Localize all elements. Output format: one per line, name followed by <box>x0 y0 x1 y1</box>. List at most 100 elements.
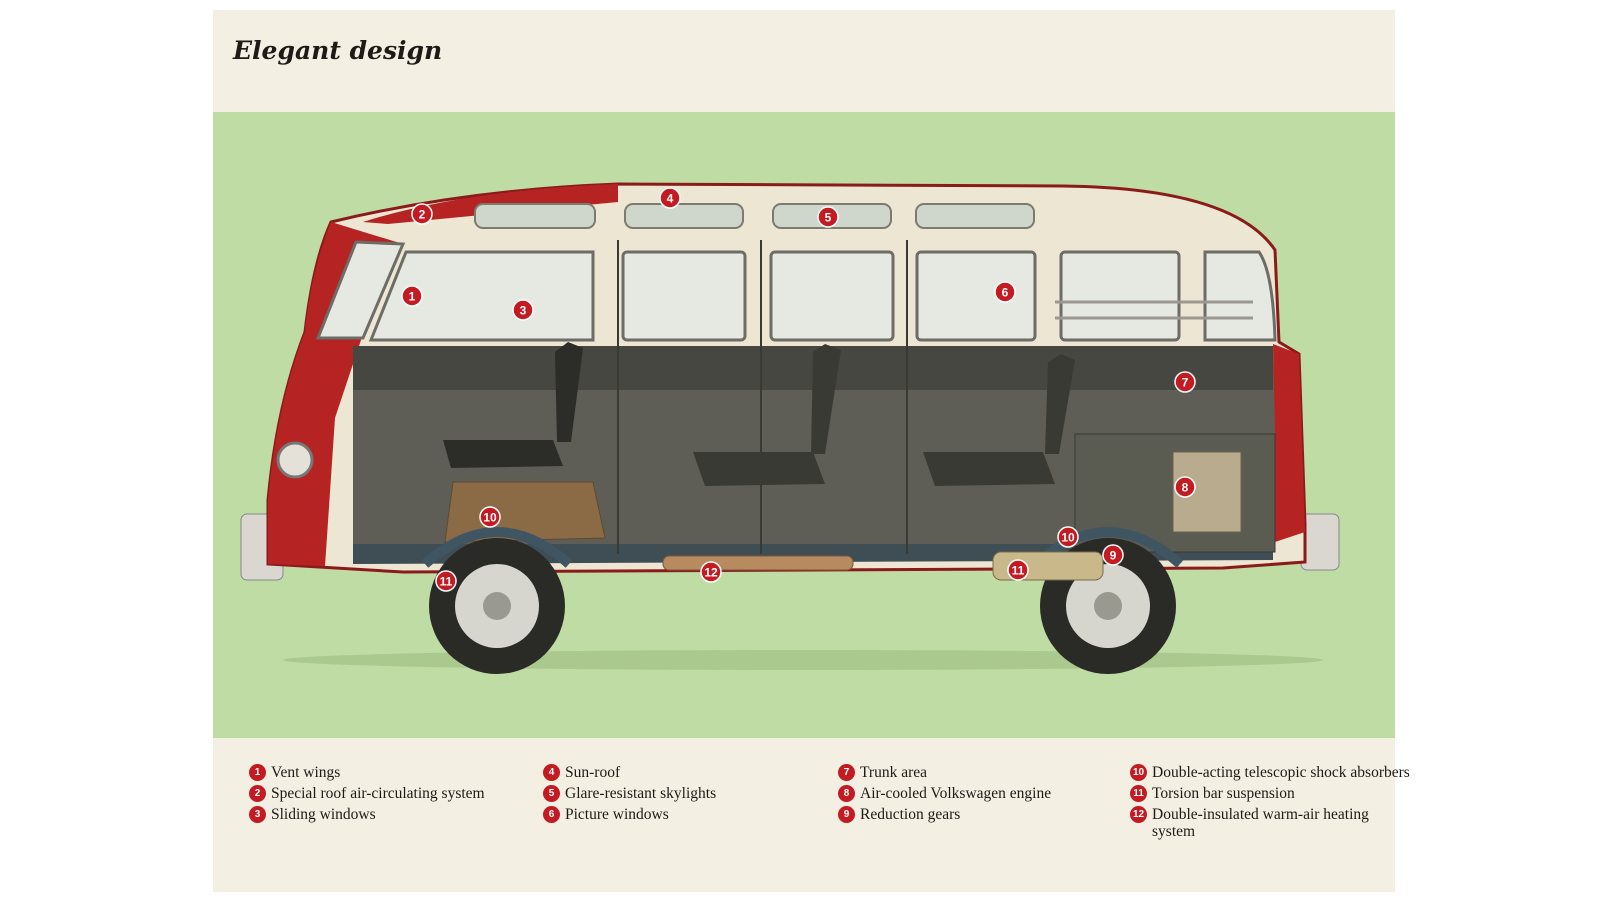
side-window-front <box>368 250 595 342</box>
legend-label: Torsion bar suspension <box>1152 785 1295 802</box>
callout-marker: 4 <box>659 187 681 209</box>
legend-label: Double-insulated warm-air heating system <box>1152 806 1369 840</box>
side-window <box>769 250 895 342</box>
callout-marker-circle <box>659 187 681 209</box>
legend-label: Trunk area <box>860 764 928 781</box>
callout-marker-number: 9 <box>1110 549 1117 563</box>
legend-number: 5 <box>543 785 560 802</box>
callout-marker: 8 <box>1174 476 1196 498</box>
legend-number: 3 <box>249 806 266 823</box>
callout-marker-number: 11 <box>1012 564 1025 578</box>
legend-item: 3 Sliding windows <box>249 806 529 823</box>
legend-number: 4 <box>543 764 560 781</box>
callout-marker: 2 <box>411 203 433 225</box>
legend-label: Sliding windows <box>271 806 376 823</box>
callout-marker-circle <box>994 281 1016 303</box>
page-title: Elegant design <box>233 36 443 65</box>
legend-column: 4 Sun-roof 5 Glare-resistant skylights 6 Pict… <box>543 764 823 827</box>
legend-number: 7 <box>838 764 855 781</box>
front-seat <box>443 342 583 468</box>
legend-label: Glare-resistant skylights <box>565 785 717 802</box>
rear-bumper <box>1300 513 1340 571</box>
legend-item: 6 Picture windows <box>543 806 823 823</box>
engine <box>1172 451 1242 533</box>
middle-seat <box>693 344 841 486</box>
callout-marker-circle <box>1174 371 1196 393</box>
rear-hub <box>1094 592 1122 620</box>
rear-seat <box>923 354 1075 486</box>
legend-label: Double-acting telescopic shock absorbers <box>1152 764 1410 781</box>
legend-item: 12 Double-insulated warm-air heating syst… <box>1130 806 1410 840</box>
rear-wheel-arch <box>1032 527 1184 568</box>
front-storage <box>444 481 606 543</box>
front-hub <box>483 592 511 620</box>
callout-marker: 11 <box>435 570 457 592</box>
legend-item: 11 Torsion bar suspension <box>1130 785 1410 802</box>
callout-marker-circle <box>817 206 839 228</box>
callout-marker: 12 <box>700 561 722 583</box>
side-window <box>621 250 747 342</box>
brochure-page: Elegant design <box>213 10 1410 892</box>
callout-marker-circle <box>1174 476 1196 498</box>
callout-marker-number: 5 <box>825 211 832 225</box>
legend-column: 1 Vent wings 2 Special roof air-circulating… <box>249 764 529 827</box>
callout-marker-circle <box>411 203 433 225</box>
legend-number: 11 <box>1130 785 1147 802</box>
callout-marker-circle <box>700 561 722 583</box>
skylight <box>624 203 744 229</box>
skylight <box>474 203 596 229</box>
callout-marker: 5 <box>817 206 839 228</box>
rear-red-panel <box>1273 344 1305 542</box>
legend-item: 7 Trunk area <box>838 764 1118 781</box>
legend-item: 9 Reduction gears <box>838 806 1118 823</box>
callout-marker: 10 <box>1057 526 1079 548</box>
skylight <box>915 203 1035 229</box>
legend-number: 2 <box>249 785 266 802</box>
callout-marker: 10 <box>479 506 501 528</box>
legend-label: Picture windows <box>565 806 669 823</box>
windshield <box>315 240 406 340</box>
callout-marker-number: 11 <box>440 575 453 589</box>
callout-marker-number: 12 <box>704 566 718 580</box>
callout-marker: 1 <box>401 285 423 307</box>
legend-number: 6 <box>543 806 560 823</box>
front-wheel-arch <box>421 527 573 568</box>
callout-marker-circle <box>401 285 423 307</box>
callout-marker-number: 7 <box>1182 376 1189 390</box>
callout-marker-number: 2 <box>419 208 426 222</box>
legend-label: Sun-roof <box>565 764 621 781</box>
legend-number: 12 <box>1130 806 1147 823</box>
callout-marker: 6 <box>994 281 1016 303</box>
callout-marker-circle <box>435 570 457 592</box>
heating-duct <box>662 555 854 571</box>
callout-marker-circle <box>1057 526 1079 548</box>
legend-label: Air-cooled Volkswagen engine <box>860 785 1052 802</box>
legend-label: Reduction gears <box>860 806 961 823</box>
legend-number: 9 <box>838 806 855 823</box>
callout-marker-number: 6 <box>1002 286 1009 300</box>
legend-number: 1 <box>249 764 266 781</box>
callout-marker: 3 <box>512 299 534 321</box>
legend: 1 Vent wings 2 Special roof air-circulating… <box>213 738 1410 892</box>
legend-item: 1 Vent wings <box>249 764 529 781</box>
callout-marker-number: 3 <box>520 304 527 318</box>
callout-marker: 7 <box>1174 371 1196 393</box>
callout-marker-circle <box>1007 559 1029 581</box>
legend-label: Vent wings <box>271 764 341 781</box>
legend-label: Special roof air-circulating system <box>271 785 485 802</box>
callout-marker-number: 4 <box>667 192 674 206</box>
rear-side-window <box>1203 250 1277 342</box>
headlight <box>276 441 314 479</box>
callout-marker-circle <box>1102 544 1124 566</box>
callout-marker-circle <box>512 299 534 321</box>
callout-marker-number: 8 <box>1182 481 1189 495</box>
legend-item: 4 Sun-roof <box>543 764 823 781</box>
side-window <box>1059 250 1181 342</box>
side-window <box>915 250 1037 342</box>
